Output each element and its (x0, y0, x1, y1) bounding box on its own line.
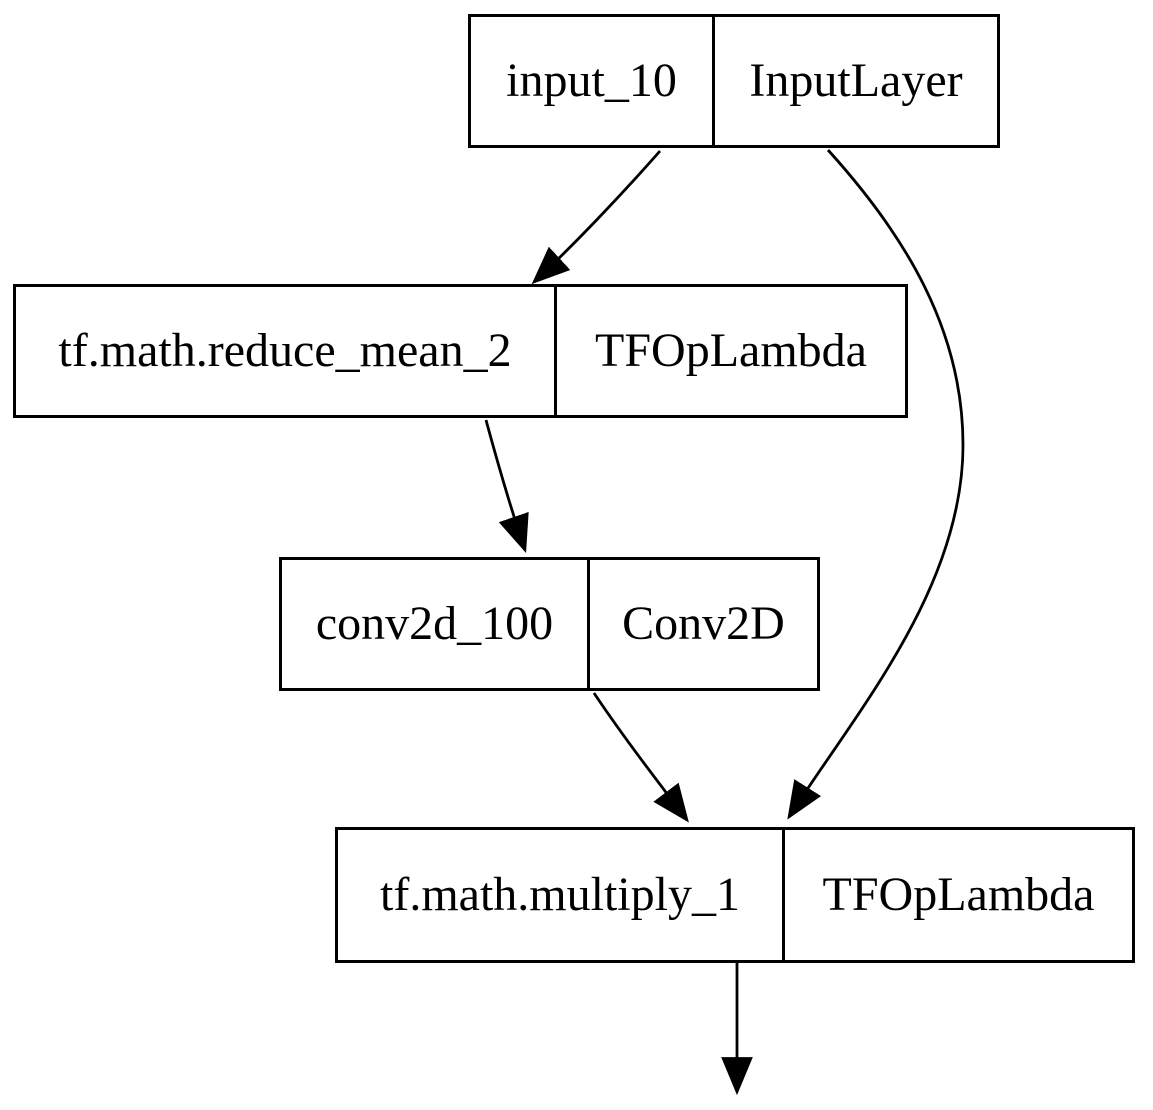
node-tf-math-reduce_mean_2-type: TFOpLambda (595, 324, 867, 377)
node-tf-math-reduce_mean_2: tf.math.reduce_mean_2 TFOpLambda (13, 284, 908, 418)
edge-reduce_mean-to-conv2d (484, 419, 529, 553)
edge-conv2d-to-multiply (592, 692, 689, 823)
node-conv2d_100-type: Conv2D (622, 597, 785, 650)
node-conv2d_100: conv2d_100 Conv2D (279, 557, 820, 691)
node-tf-math-multiply_1-type: TFOpLambda (822, 868, 1095, 921)
edge-input_10-to-multiply (787, 149, 965, 820)
node-input_10-name: input_10 (471, 17, 715, 145)
node-tf-math-multiply_1: tf.math.multiply_1 TFOpLambda (335, 827, 1135, 963)
node-tf-math-multiply_1-name: tf.math.multiply_1 (338, 830, 785, 960)
node-conv2d_100-name: conv2d_100 (282, 560, 590, 688)
edge-input_10-to-reduce_mean (531, 150, 662, 285)
node-input_10: input_10 InputLayer (468, 14, 1000, 148)
node-input_10-type: InputLayer (749, 54, 963, 107)
node-tf-math-reduce_mean_2-name: tf.math.reduce_mean_2 (16, 287, 557, 415)
